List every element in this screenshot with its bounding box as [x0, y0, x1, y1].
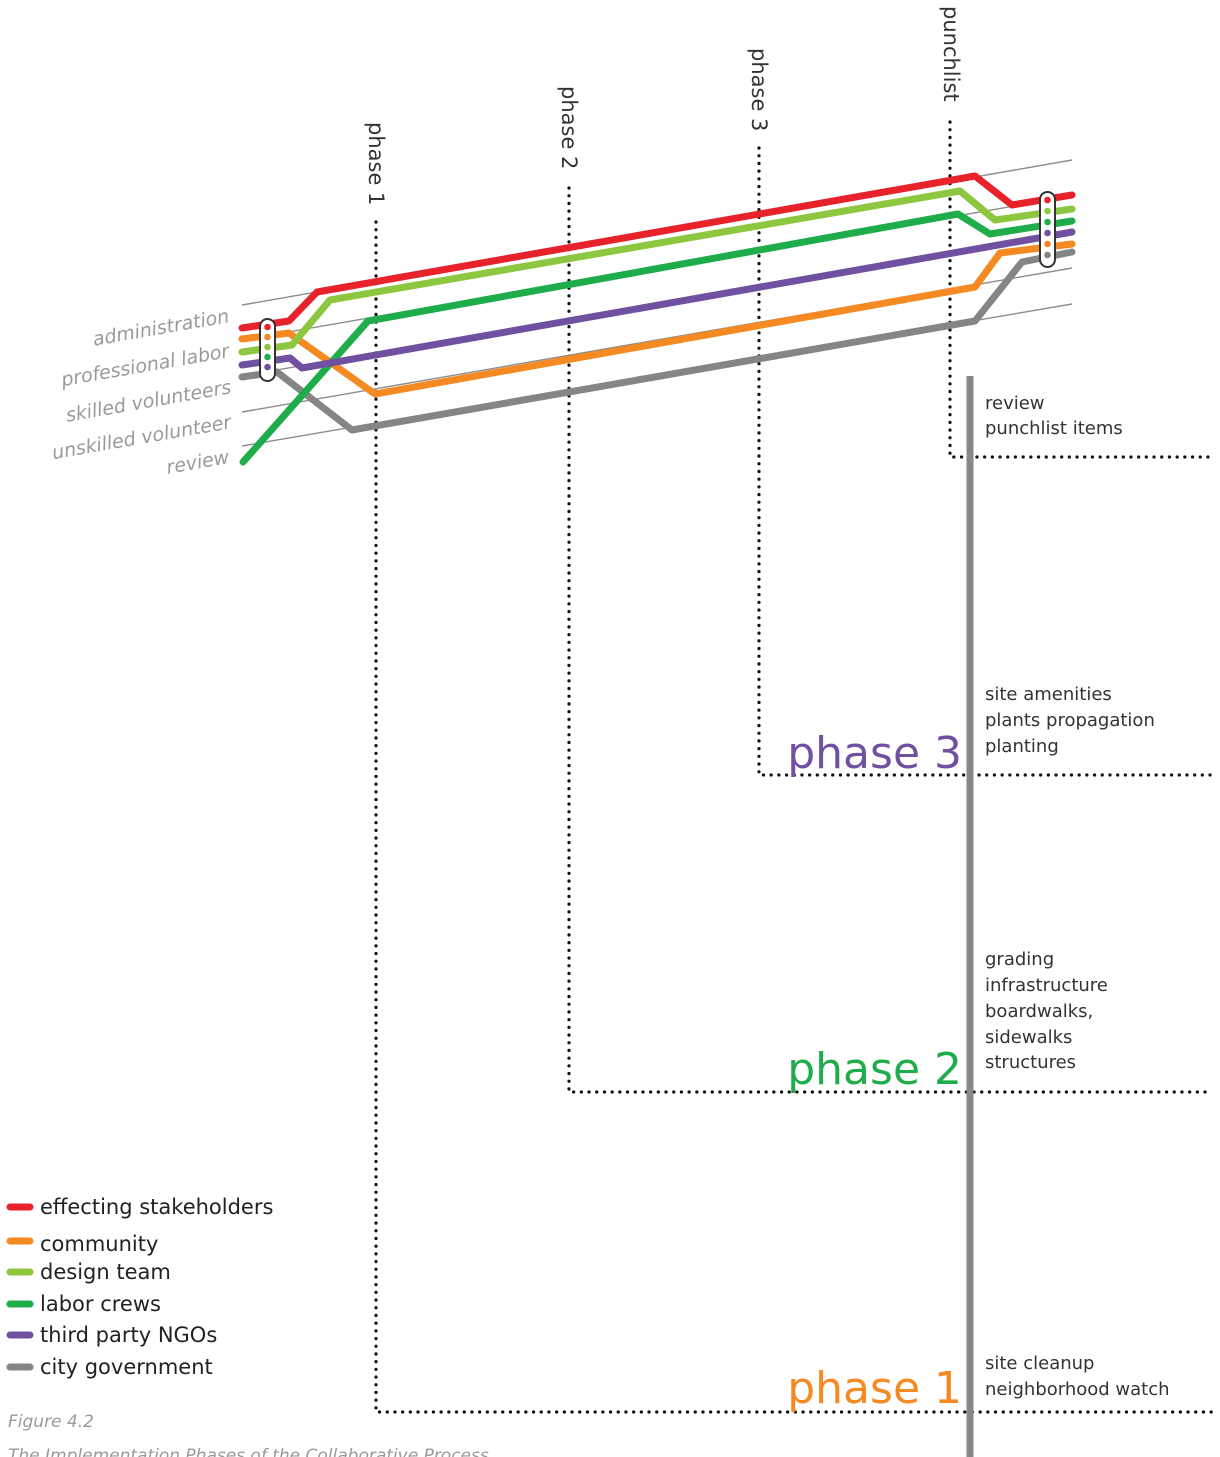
legend-label: city government — [40, 1355, 213, 1379]
legend-item: labor crews — [6, 1292, 161, 1316]
phase-column-label-1: phase 1 — [364, 122, 388, 205]
legend-label: community — [40, 1232, 158, 1256]
legend-item: effecting stakeholders — [6, 1195, 273, 1219]
task-item: site cleanup — [985, 1353, 1094, 1374]
phase-column-label-punchlist: punchlist — [939, 6, 963, 102]
task-item: plants propagation — [985, 710, 1155, 731]
punchlist-dotted-line — [948, 120, 1214, 459]
task-item: grading — [985, 949, 1054, 970]
legend: effecting stakeholders community design … — [6, 1195, 273, 1379]
task-item: site amenities — [985, 684, 1112, 705]
phase-column-labels: phase 1 phase 2 phase 3 punchlist — [364, 6, 963, 205]
legend-item: city government — [6, 1355, 213, 1379]
role-label-review: review — [165, 446, 232, 479]
task-item: sidewalks — [985, 1027, 1072, 1048]
task-item: infrastructure — [985, 975, 1108, 996]
phase-column-label-3: phase 3 — [747, 48, 771, 131]
phase-column-label-2: phase 2 — [557, 86, 581, 169]
phase2-title: phase 2 — [787, 1044, 962, 1095]
track-third-party-ngos — [238, 228, 1076, 372]
task-list-phase1: site cleanup neighborhood watch — [985, 1353, 1170, 1400]
task-item: punchlist items — [985, 418, 1123, 439]
figure-number: Figure 4.2 — [8, 1412, 94, 1432]
track-effecting-stakeholders — [238, 172, 1076, 332]
figure-title: The Implementation Phases of the Collabo… — [8, 1446, 489, 1457]
station-end-capsule — [1039, 191, 1056, 268]
phase2-dotted-line — [567, 186, 1214, 1094]
task-item: structures — [985, 1052, 1076, 1073]
phase3-title: phase 3 — [787, 728, 962, 779]
legend-label: third party NGOs — [40, 1323, 217, 1347]
task-item: neighborhood watch — [985, 1379, 1170, 1400]
track-labor-crews — [239, 210, 1076, 466]
track-community — [238, 240, 1076, 398]
station-start — [259, 318, 276, 382]
task-list-punchlist: review punchlist items — [985, 393, 1123, 439]
legend-label: design team — [40, 1260, 171, 1284]
stakeholder-tracks — [238, 172, 1076, 466]
role-labels: administration professional labor skille… — [50, 305, 234, 479]
task-item: boardwalks, — [985, 1001, 1093, 1022]
legend-item: design team — [6, 1260, 171, 1284]
task-list-phase2: grading infrastructure boardwalks, sidew… — [985, 949, 1108, 1073]
station-end — [1039, 191, 1056, 268]
task-item: planting — [985, 736, 1059, 757]
legend-label: labor crews — [40, 1292, 161, 1316]
phase1-title: phase 1 — [787, 1363, 962, 1414]
track-design-team — [238, 187, 1076, 356]
phase3-dotted-line — [757, 146, 1214, 777]
legend-item: community — [6, 1232, 158, 1256]
task-item: review — [985, 393, 1045, 414]
legend-label: effecting stakeholders — [40, 1195, 273, 1219]
phase1-dotted-line — [374, 220, 1214, 1414]
task-list-phase3: site amenities plants propagation planti… — [985, 684, 1155, 757]
legend-item: third party NGOs — [6, 1323, 217, 1347]
